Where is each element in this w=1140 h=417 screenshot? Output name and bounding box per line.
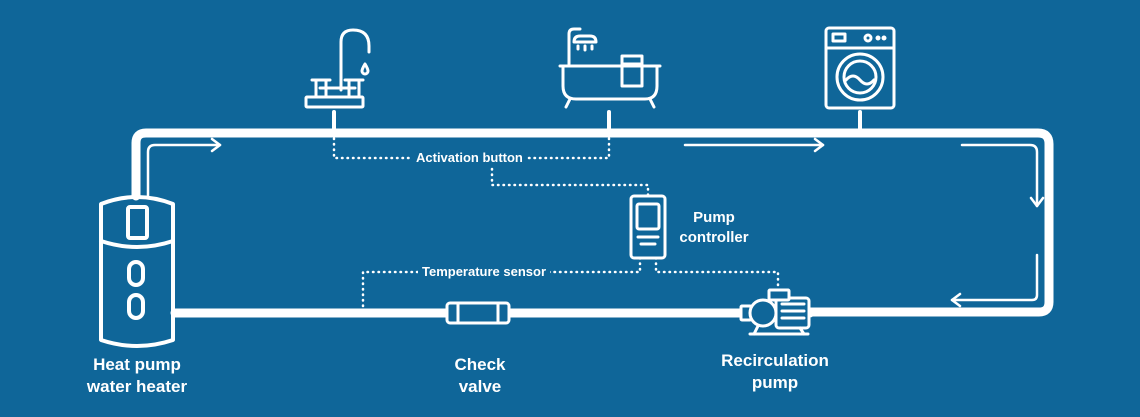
check-valve-label: Check valve [420, 354, 540, 398]
temperature-sensor-label: Temperature sensor [418, 264, 551, 280]
faucet-icon [304, 28, 371, 109]
flow-arrows [146, 137, 1045, 308]
supply-pipe [131, 128, 1054, 317]
heater-line-2: water heater [86, 377, 188, 396]
check-valve-line-1: Check [454, 355, 506, 374]
heat-pump-water-heater-label: Heat pump water heater [62, 354, 212, 398]
heater-line-1: Heat pump [93, 355, 181, 374]
pump-icon [739, 288, 811, 336]
check-valve-icon [445, 301, 511, 325]
controller-icon [629, 194, 667, 260]
washing-machine-icon [824, 26, 896, 110]
signal-wires [332, 131, 780, 315]
bathtub-icon [558, 27, 662, 109]
recirculation-pump-line-1: Recirculation [721, 351, 829, 370]
recirculation-pump-label: Recirculation pump [695, 350, 855, 394]
activation-button-label: Activation button [412, 150, 527, 166]
pump-controller-line-2: controller [679, 229, 749, 246]
water-heater-icon [99, 195, 175, 348]
pump-controller-line-1: Pump [693, 209, 735, 226]
pump-controller-label: Pump controller [672, 208, 756, 248]
check-valve-line-2: valve [458, 377, 502, 396]
recirculation-pump-line-2: pump [751, 373, 799, 392]
